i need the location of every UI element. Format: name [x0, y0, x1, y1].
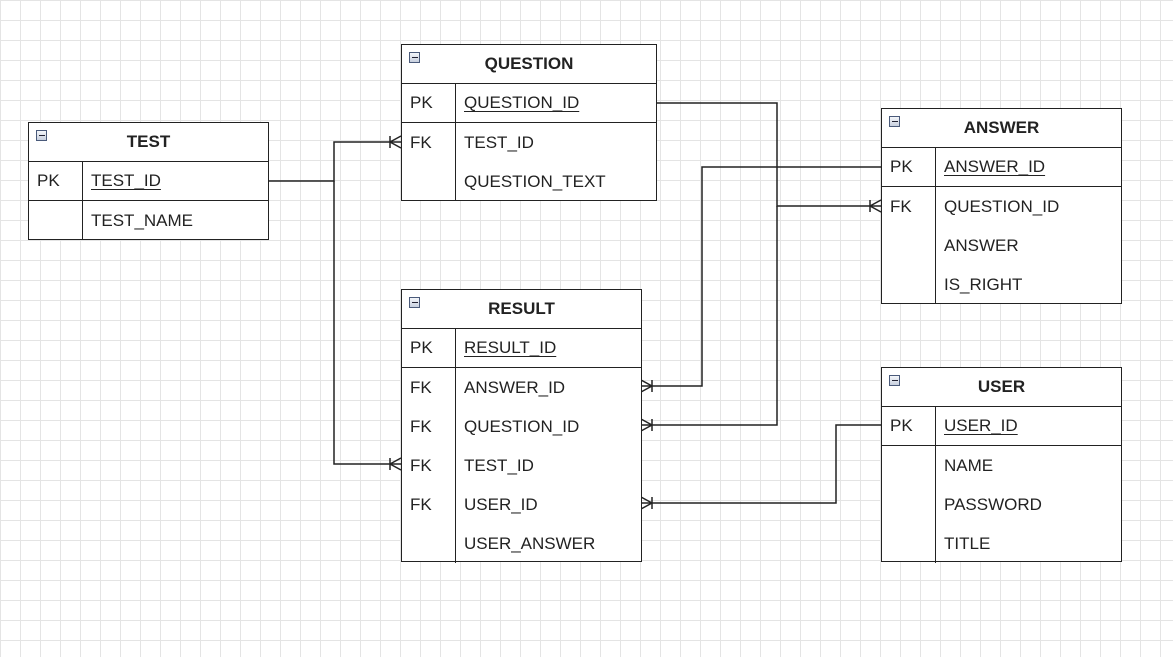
crowfoot-result-question-id: [640, 418, 653, 432]
field-row[interactable]: TITLE: [882, 524, 1121, 563]
key-label: PK: [402, 84, 456, 122]
key-label: [882, 524, 936, 563]
entity-header[interactable]: RESULT: [402, 290, 641, 329]
connector-test-result[interactable]: [333, 181, 401, 465]
entity-test[interactable]: TEST PK TEST_ID TEST_NAME: [28, 122, 269, 240]
field-name: TEST_NAME: [91, 210, 194, 230]
key-label: PK: [882, 148, 936, 186]
collapse-icon[interactable]: [36, 130, 47, 141]
key-label: [29, 201, 83, 240]
connector-question-answer[interactable]: [656, 102, 881, 207]
entity-header[interactable]: ANSWER: [882, 109, 1121, 148]
key-label: [882, 485, 936, 524]
entity-title: ANSWER: [963, 118, 1040, 137]
field-name: USER_ID: [944, 416, 1018, 435]
key-label: PK: [882, 407, 936, 445]
field-row[interactable]: QUESTION_TEXT: [402, 162, 656, 201]
field-row[interactable]: PK ANSWER_ID: [882, 148, 1121, 187]
field-row[interactable]: FK TEST_ID: [402, 123, 656, 162]
key-label: PK: [402, 329, 456, 367]
field-row[interactable]: PK USER_ID: [882, 407, 1121, 446]
field-row[interactable]: FK QUESTION_ID: [402, 407, 641, 446]
key-label: [882, 265, 936, 304]
crowfoot-result-answer-id: [640, 379, 653, 393]
key-label: FK: [402, 446, 456, 485]
entity-header[interactable]: USER: [882, 368, 1121, 407]
entity-title: USER: [977, 377, 1026, 396]
field-name: ANSWER_ID: [944, 157, 1046, 176]
entity-title: RESULT: [488, 299, 555, 318]
connector-test-question[interactable]: [268, 141, 401, 182]
field-name: QUESTION_TEXT: [464, 171, 606, 191]
key-label: [402, 162, 456, 201]
field-name: QUESTION_ID: [944, 196, 1060, 216]
field-name: TEST_ID: [91, 171, 161, 190]
key-label: FK: [402, 407, 456, 446]
key-label: FK: [402, 368, 456, 407]
entity-title: QUESTION: [484, 54, 574, 73]
entity-title: TEST: [126, 132, 171, 151]
field-name: TITLE: [944, 533, 991, 553]
field-row[interactable]: IS_RIGHT: [882, 265, 1121, 304]
field-name: NAME: [944, 455, 994, 475]
entity-header[interactable]: QUESTION: [402, 45, 656, 84]
entity-user[interactable]: USER PK USER_ID NAME PASSWORD TITLE: [881, 367, 1122, 563]
field-name: QUESTION_ID: [464, 416, 580, 436]
entity-answer[interactable]: ANSWER PK ANSWER_ID FK QUESTION_ID ANSWE…: [881, 108, 1122, 304]
key-label: [882, 226, 936, 265]
key-label: PK: [29, 162, 83, 200]
connector-user-result[interactable]: [641, 424, 881, 504]
field-row[interactable]: FK USER_ID: [402, 485, 641, 524]
field-row[interactable]: ANSWER: [882, 226, 1121, 265]
collapse-icon[interactable]: [889, 375, 900, 386]
connector-answer-result[interactable]: [641, 166, 881, 387]
entity-result[interactable]: RESULT PK RESULT_ID FK ANSWER_ID FK QUES…: [401, 289, 642, 563]
field-name: RESULT_ID: [464, 338, 557, 357]
key-label: [402, 524, 456, 563]
field-row[interactable]: PK RESULT_ID: [402, 329, 641, 368]
field-row[interactable]: PK TEST_ID: [29, 162, 268, 201]
field-name: USER_ID: [464, 494, 538, 514]
field-name: PASSWORD: [944, 494, 1042, 514]
field-name: USER_ANSWER: [464, 533, 596, 553]
crowfoot-result-test-id: [389, 457, 402, 471]
connector-question-result[interactable]: [641, 206, 778, 426]
key-label: FK: [882, 187, 936, 226]
field-row[interactable]: FK TEST_ID: [402, 446, 641, 485]
field-name: QUESTION_ID: [464, 93, 580, 112]
collapse-icon[interactable]: [409, 297, 420, 308]
field-name: TEST_ID: [464, 132, 534, 152]
collapse-icon[interactable]: [409, 52, 420, 63]
crowfoot-result-user-id: [640, 496, 653, 510]
entity-header[interactable]: TEST: [29, 123, 268, 162]
field-name: ANSWER_ID: [464, 377, 566, 397]
key-label: FK: [402, 123, 456, 162]
field-row[interactable]: TEST_NAME: [29, 201, 268, 240]
entity-question[interactable]: QUESTION PK QUESTION_ID FK TEST_ID QUEST…: [401, 44, 657, 201]
field-row[interactable]: USER_ANSWER: [402, 524, 641, 563]
field-row[interactable]: NAME: [882, 446, 1121, 485]
crowfoot-answer-question-id: [869, 199, 882, 213]
field-name: IS_RIGHT: [944, 274, 1023, 294]
field-row[interactable]: PASSWORD: [882, 485, 1121, 524]
field-row[interactable]: PK QUESTION_ID: [402, 84, 656, 123]
key-label: [882, 446, 936, 485]
key-label: FK: [402, 485, 456, 524]
crowfoot-question-test-id: [389, 135, 402, 149]
field-row[interactable]: FK ANSWER_ID: [402, 368, 641, 407]
field-name: ANSWER: [944, 235, 1019, 255]
field-name: TEST_ID: [464, 455, 534, 475]
field-row[interactable]: FK QUESTION_ID: [882, 187, 1121, 226]
collapse-icon[interactable]: [889, 116, 900, 127]
